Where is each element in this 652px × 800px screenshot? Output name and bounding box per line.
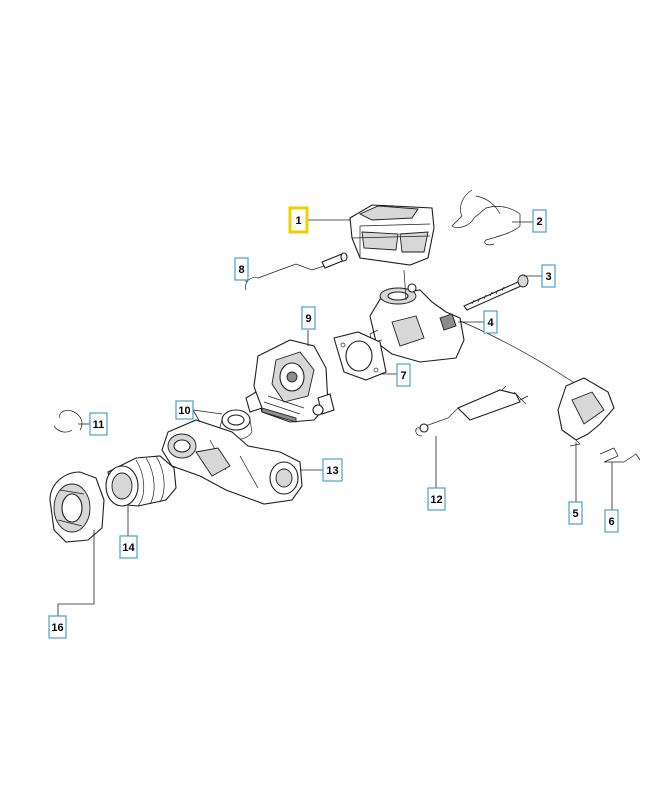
- callout-5[interactable]: 5: [568, 501, 583, 525]
- callout-16[interactable]: 16: [48, 615, 67, 639]
- callout-16-label: 16: [51, 622, 63, 634]
- throttle-trigger-part: [557, 377, 615, 447]
- callout-7-label: 7: [400, 370, 406, 382]
- ring-part: [217, 409, 253, 441]
- spring-part: [599, 447, 641, 463]
- callout-2-label: 2: [536, 216, 542, 228]
- gasket-part: [333, 331, 387, 381]
- intake-manifold-part: [161, 419, 303, 505]
- callout-12[interactable]: 12: [427, 487, 446, 511]
- callout-1-label: 1: [295, 215, 301, 227]
- choke-rod-part: [245, 252, 348, 291]
- callout-5-label: 5: [572, 508, 578, 520]
- callout-3[interactable]: 3: [541, 264, 556, 288]
- callout-2[interactable]: 2: [532, 209, 547, 233]
- callout-11-label: 11: [93, 419, 105, 431]
- callout-12-label: 12: [430, 494, 442, 506]
- throttle-rod-part: [415, 385, 529, 437]
- carburetor-part: [245, 339, 335, 423]
- small-clip-part: [53, 410, 83, 433]
- flange-part: [49, 471, 105, 543]
- callout-4[interactable]: 4: [483, 310, 498, 334]
- callout-8-label: 8: [238, 264, 244, 276]
- callout-7[interactable]: 7: [396, 363, 411, 387]
- air-filter-part: [349, 204, 435, 266]
- callout-1[interactable]: 1: [288, 206, 309, 234]
- callout-8[interactable]: 8: [234, 257, 249, 281]
- intake-boot-part: [105, 455, 177, 507]
- callout-6-label: 6: [608, 516, 614, 528]
- callout-13-label: 13: [326, 465, 338, 477]
- filter-holder-part: [369, 269, 465, 363]
- leader-lines: [57, 219, 613, 616]
- callout-13[interactable]: 13: [322, 458, 343, 482]
- callout-9[interactable]: 9: [301, 306, 316, 330]
- callout-3-label: 3: [545, 271, 551, 283]
- callout-10-label: 10: [178, 405, 190, 417]
- screw-part: [463, 274, 529, 311]
- callout-6[interactable]: 6: [604, 509, 619, 533]
- callout-14-label: 14: [122, 542, 135, 554]
- callout-4-label: 4: [487, 317, 494, 329]
- callout-11[interactable]: 11: [89, 412, 108, 436]
- callout-9-label: 9: [305, 313, 311, 325]
- callout-10[interactable]: 10: [175, 400, 194, 420]
- callout-14[interactable]: 14: [119, 535, 138, 559]
- wire-clip-part: [451, 189, 521, 246]
